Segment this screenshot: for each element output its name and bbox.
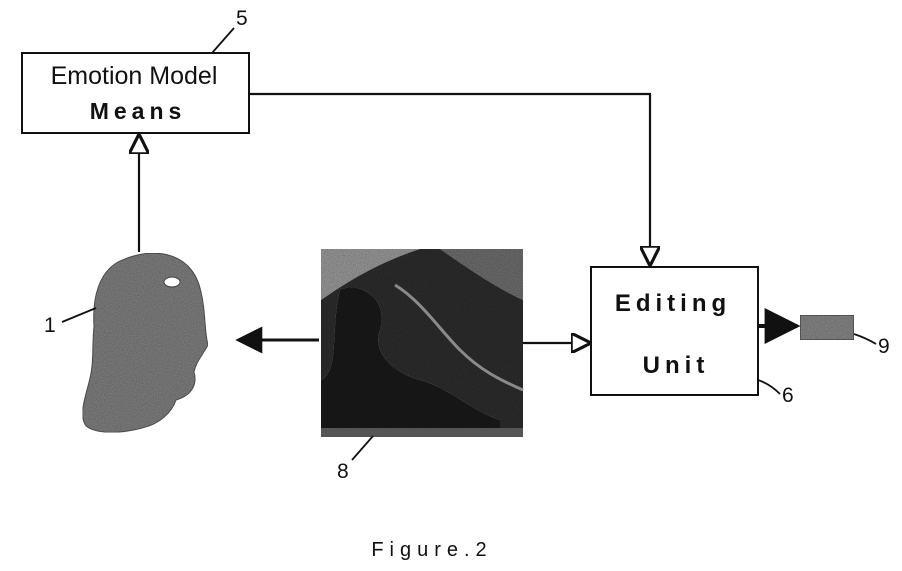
emotion-box-line1: Emotion Model [51,62,218,90]
leader-line-5 [211,27,235,54]
leader-line-1 [61,307,97,323]
ref-number-8: 8 [337,460,349,483]
editing-box-line1: Editing [615,290,731,317]
emotion-model-means-box: Emotion Model Means [21,52,250,134]
head-highlight [163,276,181,288]
emotion-box-line2: Means [90,98,187,124]
human-head-icon [82,252,209,433]
output-block [799,314,855,341]
editing-box-line2: Unit [643,352,710,379]
ref-number-6: 6 [782,384,794,407]
leader-line-6 [757,379,781,395]
photo-image [321,249,524,437]
leader-line-9 [853,333,877,345]
leader-line-8 [351,435,374,461]
ref-number-5: 5 [236,7,248,30]
ref-number-1: 1 [44,314,56,337]
editing-unit-box: Editing Unit [590,266,759,396]
ref-number-9: 9 [878,335,890,358]
connector-emotion-to-editing [249,92,650,264]
figure-caption: Figure.2 [371,539,492,561]
